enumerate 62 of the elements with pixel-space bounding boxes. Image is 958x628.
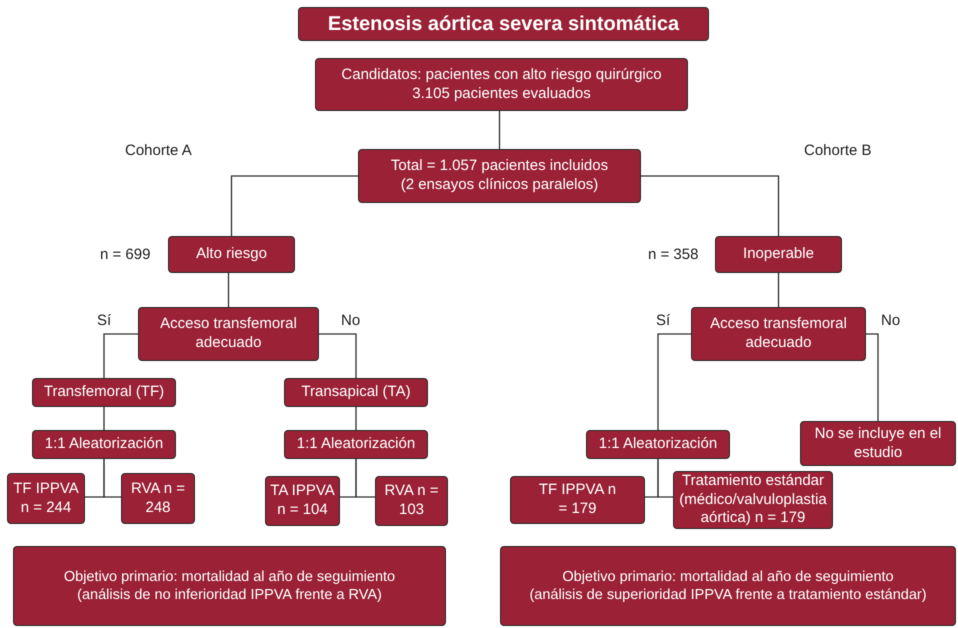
connector-line (319, 333, 357, 378)
connector-line (866, 333, 879, 421)
node-text: Acceso transfemoral adecuado (159, 315, 298, 353)
process-box (168, 236, 295, 273)
connector-line (103, 407, 105, 430)
connector-line (228, 273, 230, 307)
node-text: TA IPPVA n = 104 (269, 482, 336, 520)
process-box (500, 546, 956, 626)
node-text: TF IPPVA n = 244 (12, 480, 80, 518)
cohort-label: Cohorte A (125, 142, 192, 159)
node-text: RVA n = 103 (383, 482, 440, 520)
connector-line (355, 407, 357, 430)
connector-line (498, 111, 500, 149)
node-text: Tratamiento estándar (médico/valvuloplastia aórtica) n = 179 (678, 472, 828, 528)
connector-line (657, 459, 673, 498)
process-box (691, 307, 866, 361)
node-text: Transfemoral (TF) (44, 383, 164, 402)
connector-line (355, 459, 375, 498)
node-text: Inoperable (743, 245, 814, 264)
process-box (284, 378, 428, 407)
cohort-label: Cohorte B (804, 142, 872, 159)
connector-line (103, 459, 121, 498)
process-box (284, 430, 428, 459)
process-box (586, 430, 730, 459)
process-box (265, 476, 340, 526)
connector-line (778, 273, 780, 307)
process-box (32, 378, 176, 407)
node-text: Total = 1.057 pacientes incluidos (390, 157, 608, 176)
node-text: Objetivo primario: mortalidad al año de seguimiento (562, 568, 894, 586)
node-text: RVA n = 248 (130, 480, 186, 518)
connector-line (641, 175, 780, 236)
count-label: n = 358 (648, 246, 698, 263)
node-text: Alto riesgo (196, 245, 267, 264)
connector-line (230, 175, 358, 236)
process-box (315, 58, 688, 111)
process-box (121, 473, 195, 524)
connector-line (657, 333, 691, 430)
connector-line (103, 333, 138, 378)
node-text: 1:1 Aleatorización (598, 435, 718, 454)
process-box (715, 236, 842, 273)
node-text: No se incluye en el estudio (814, 424, 942, 462)
count-label: n = 699 (100, 246, 150, 263)
node-text: (análisis de superioridad IPPVA frente a tratamiento estándar) (529, 586, 927, 604)
process-box (375, 476, 448, 526)
node-text: 1:1 Aleatorización (296, 435, 416, 454)
node-text: 3.105 pacientes evaluados (412, 84, 591, 104)
node-text: Acceso transfemoral adecuado (709, 315, 848, 353)
process-box (32, 430, 176, 459)
process-box (13, 546, 446, 626)
process-box (358, 149, 641, 203)
process-box (510, 476, 645, 524)
title-box: Estenosis aórtica severa sintomática (298, 7, 709, 41)
node-text: Objetivo primario: mortalidad al año de seguimiento (64, 568, 396, 586)
process-box (138, 307, 319, 361)
node-text: 1:1 Aleatorización (44, 435, 164, 454)
node-text: TF IPPVA n = 179 (538, 481, 618, 519)
node-text: Transapical (TA) (301, 383, 411, 402)
process-box (7, 473, 85, 524)
process-box (800, 421, 956, 466)
node-text: Candidatos: pacientes con alto riesgo quirúrgico (341, 66, 662, 84)
node-text: (análisis de no inferioridad IPPVA frente a RVA) (77, 586, 382, 604)
node-text: (2 ensayos clínicos paralelos) (400, 176, 598, 195)
